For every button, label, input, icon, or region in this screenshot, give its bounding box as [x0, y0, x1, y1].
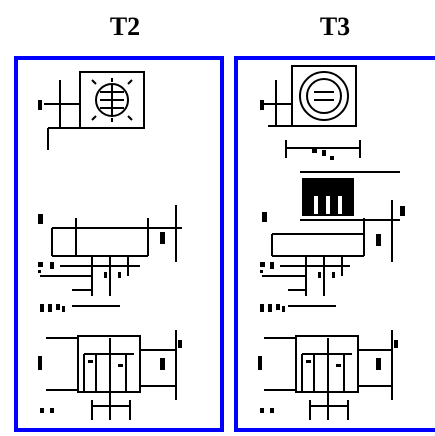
dimension-marks-t3 [258, 100, 405, 413]
dimension-lines-top-t3 [262, 80, 361, 158]
side-view-t2 [40, 205, 182, 307]
title-t2: T2 [109, 12, 141, 41]
rotary-dial-icon [79, 71, 145, 129]
knob-ring-icon [291, 65, 357, 127]
panel-t3-frame [234, 56, 435, 432]
bottom-view-t3 [264, 330, 393, 420]
dimension-lines-top [44, 80, 144, 150]
panel-t2-frame [14, 56, 224, 432]
title-t3: T3 [319, 12, 351, 41]
bottom-view-t2 [46, 330, 177, 420]
panel-t3 [234, 56, 435, 432]
side-view-t3 [262, 171, 400, 307]
panel-t2 [14, 56, 224, 432]
knob-body-ribs [314, 196, 342, 214]
dimension-marks-t2 [38, 100, 182, 413]
